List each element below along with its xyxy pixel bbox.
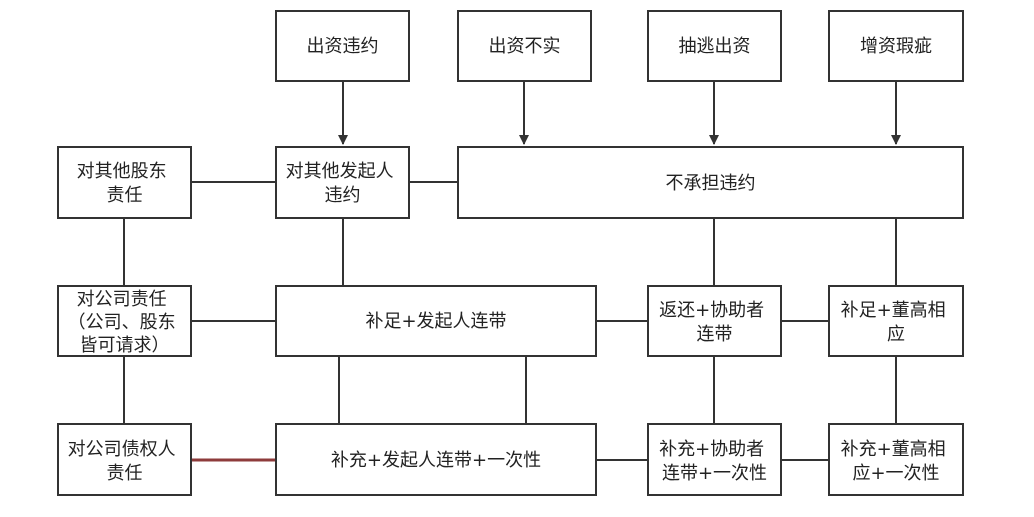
box-withdraw-capital: 抽逃出资	[647, 10, 782, 82]
box-supplement-assistant-joint-once-line-2: 连带+一次性	[662, 463, 767, 484]
box-capital-unreal: 出资不实	[457, 10, 592, 82]
box-return-assistant-joint-line-1: 返还+协助者	[659, 300, 764, 321]
box-to-other-shareholders: 对其他股东 责任	[57, 146, 192, 219]
box-supplement-directors-once-line-1: 补充+董高相	[841, 439, 946, 460]
box-make-up-directors-line-2: 应	[887, 324, 905, 345]
box-to-company-line-1: 对公司责任	[77, 289, 167, 310]
box-no-breach-liability: 不承担违约	[457, 146, 964, 219]
box-to-company-line-3: 皆可请求）	[80, 335, 170, 356]
box-to-creditors-line-2: 责任	[107, 463, 143, 484]
box-make-up-directors-label: 补足+董高相 应	[841, 300, 952, 345]
box-capital-breach-label: 出资违约	[307, 36, 379, 57]
box-supplement-directors-once-label: 补充+董高相 应+一次性	[841, 439, 952, 484]
box-to-other-promoters-line-1: 对其他发起人	[286, 161, 394, 182]
box-to-other-promoters-label: 对其他发起人 违约	[286, 161, 400, 206]
box-to-company-label: 对公司责任 （公司、股东 皆可请求）	[68, 289, 182, 356]
box-to-other-shareholders-line-2: 责任	[107, 185, 143, 206]
box-increase-defect: 增资瑕疵	[828, 10, 964, 82]
box-supplement-directors-once-line-2: 应+一次性	[852, 463, 939, 484]
box-to-other-shareholders-line-1: 对其他股东	[77, 161, 167, 182]
box-make-up-promoters-joint: 补足+发起人连带	[275, 285, 597, 357]
box-supplement-assistant-joint-once: 补充+协助者 连带+一次性	[647, 423, 782, 496]
box-to-other-shareholders-label: 对其他股东 责任	[77, 161, 173, 206]
box-to-company: 对公司责任 （公司、股东 皆可请求）	[57, 285, 192, 357]
box-to-creditors-label: 对公司债权人 责任	[68, 439, 182, 484]
connectors	[123, 81, 901, 462]
box-to-creditors: 对公司债权人 责任	[57, 423, 192, 496]
box-return-assistant-joint: 返还+协助者 连带	[647, 285, 782, 357]
box-supplement-assistant-joint-once-line-1: 补充+协助者	[659, 439, 764, 460]
box-to-company-line-2: （公司、股东	[68, 312, 176, 333]
box-return-assistant-joint-label: 返还+协助者 连带	[659, 300, 770, 345]
box-make-up-directors-line-1: 补足+董高相	[841, 300, 946, 321]
box-capital-unreal-label: 出资不实	[489, 36, 561, 57]
box-capital-breach: 出资违约	[275, 10, 410, 82]
box-to-other-promoters: 对其他发起人 违约	[275, 146, 410, 219]
box-increase-defect-label: 增资瑕疵	[860, 36, 932, 57]
box-no-breach-liability-label: 不承担违约	[666, 173, 756, 194]
box-withdraw-capital-label: 抽逃出资	[679, 36, 751, 57]
box-to-other-promoters-line-2: 违约	[325, 185, 361, 206]
box-supplement-assistant-joint-once-label: 补充+协助者 连带+一次性	[659, 439, 770, 484]
box-make-up-directors: 补足+董高相 应	[828, 285, 964, 357]
box-supplement-promoters-joint-once: 补充+发起人连带+一次性	[275, 423, 597, 496]
box-supplement-directors-once: 补充+董高相 应+一次性	[828, 423, 964, 496]
box-to-creditors-line-1: 对公司债权人	[68, 439, 176, 460]
box-return-assistant-joint-line-2: 连带	[697, 324, 733, 345]
box-make-up-promoters-joint-label: 补足+发起人连带	[365, 311, 506, 332]
box-supplement-promoters-joint-once-label: 补充+发起人连带+一次性	[331, 450, 541, 471]
